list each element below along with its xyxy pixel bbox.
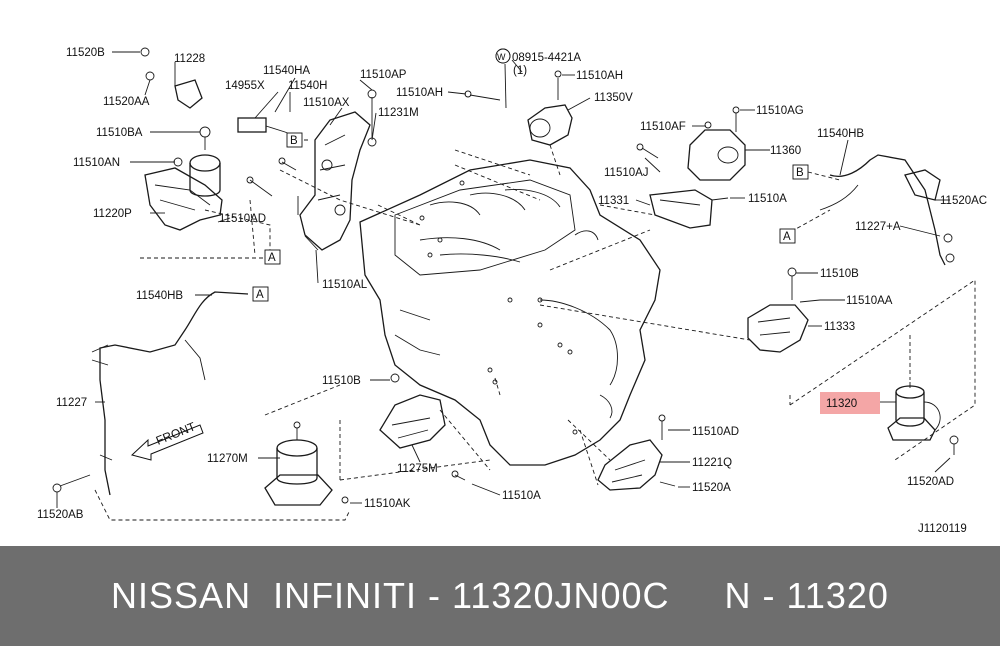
part-labels: 11520B 11228 11520AA 11540HA 14955X 1154… [37, 47, 987, 535]
label-11540HB-left: 11540HB [136, 290, 183, 302]
insulator-11320-drawing [887, 382, 959, 455]
label-11510AJ: 11510AJ [604, 167, 649, 179]
leader-lines [56, 51, 951, 508]
label-11333: 11333 [824, 321, 855, 333]
dashed-reference-lines [94, 139, 976, 521]
label-11540HB-right: 11540HB [817, 128, 864, 140]
label-11270M: 11270M [207, 453, 248, 465]
label-11510B-right: 11510B [820, 268, 859, 280]
upper-left-mount-drawing [140, 47, 377, 251]
label-11510AK: 11510AK [364, 498, 411, 510]
right-harness-drawing [819, 154, 955, 266]
ref-box-a-left: A [252, 286, 269, 302]
label-11227A: 11227+A [855, 221, 901, 233]
ref-a-left-label: A [256, 289, 264, 301]
label-11510AP: 11510AP [360, 69, 407, 81]
washer-symbol-icon [495, 48, 511, 64]
ref-box-a-right: A [779, 228, 796, 244]
right-top-mount-drawing [636, 106, 746, 229]
ref-box-b-right: B [792, 164, 809, 180]
highlight-11320 [820, 392, 880, 414]
ref-box-a-mid: A [264, 249, 281, 265]
label-11510AX: 11510AX [303, 97, 350, 109]
label-11540HA: 11540HA [263, 65, 310, 77]
label-08915-4421A: 08915-4421A [512, 52, 581, 64]
label-11520AD: 11520AD [907, 476, 954, 488]
label-11275M: 11275M [397, 463, 438, 475]
label-11510AH-top: 11510AH [576, 70, 623, 82]
ref-b-right-label: B [796, 167, 804, 179]
label-11510B-left: 11510B [322, 375, 361, 387]
label-11220P: 11220P [93, 208, 132, 220]
front-direction-arrow: FRONT [130, 419, 204, 461]
lower-left-insulator-drawing [264, 421, 349, 506]
lower-right-bracket-drawing [597, 414, 676, 491]
label-11510A-bottom: 11510A [502, 490, 541, 502]
label-11331: 11331 [598, 195, 629, 207]
label-11520AB: 11520AB [37, 509, 84, 521]
label-11510BA: 11510BA [96, 127, 143, 139]
diagram-code: J1120119 [918, 523, 967, 535]
ref-a-right-label: A [783, 231, 791, 243]
label-11510AL: 11510AL [322, 279, 368, 291]
label-14955X: 14955X [225, 80, 265, 92]
label-11350V: 11350V [594, 92, 633, 104]
label-11227: 11227 [56, 397, 87, 409]
label-11320: 11320 [826, 398, 857, 410]
label-11510AA-right: 11510AA [846, 295, 893, 307]
engine-block-drawing [359, 159, 661, 466]
ref-a-mid-label: A [268, 252, 276, 264]
label-11520B: 11520B [66, 47, 105, 59]
label-11540H: 11540H [288, 80, 327, 92]
label-08915-qty: (1) [513, 65, 527, 77]
engine-mount-diagram: A A A B B W [37, 47, 987, 535]
ref-b-left-label: B [290, 135, 298, 147]
ref-box-b-left: B [286, 132, 303, 148]
label-11510A-mid: 11510A [748, 193, 787, 205]
label-11510AH-left: 11510AH [396, 87, 443, 99]
label-11510AG: 11510AG [756, 105, 804, 117]
label-11520A: 11520A [692, 482, 731, 494]
part-number-banner: NISSAN INFINITI - 11320JN00C N - 11320 [0, 546, 1000, 646]
label-11228: 11228 [174, 53, 205, 65]
label-11510AN: 11510AN [73, 157, 120, 169]
label-11520AA: 11520AA [103, 96, 150, 108]
washer-symbol-label: W [497, 52, 506, 62]
part-number-text: NISSAN INFINITI - 11320JN00C N - 11320 [111, 575, 889, 616]
label-11221Q: 11221Q [692, 457, 732, 469]
label-11510AF: 11510AF [640, 121, 686, 133]
label-11360: 11360 [770, 145, 801, 157]
label-11510AD-left: 11510AD [219, 213, 266, 225]
parts-diagram: A A A B B W [37, 47, 988, 535]
label-11510AD-right: 11510AD [692, 426, 739, 438]
right-middle-mount-drawing [747, 267, 821, 353]
label-11520AC: 11520AC [940, 195, 987, 207]
label-11231M: 11231M [378, 107, 419, 119]
